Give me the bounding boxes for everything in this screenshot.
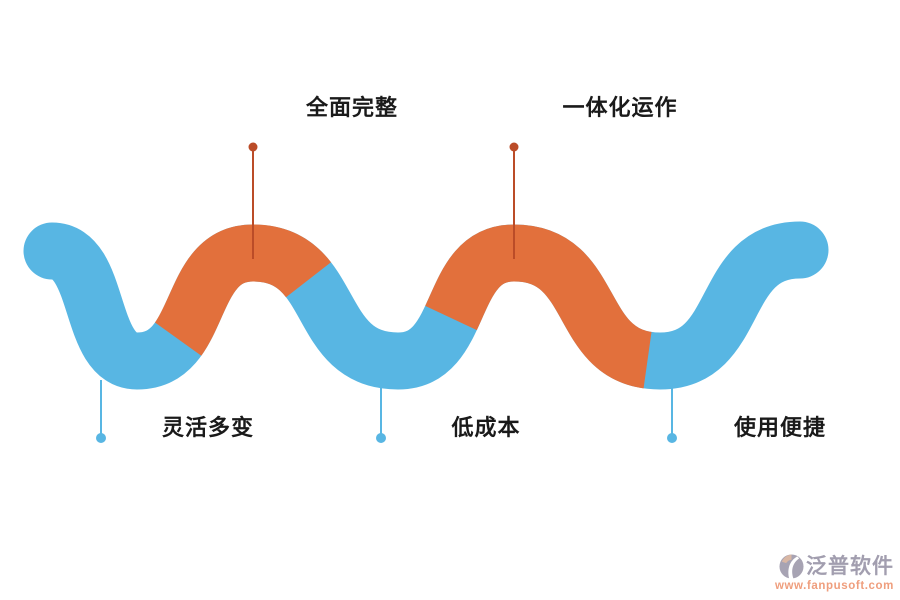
- brand-url: www.fanpusoft.com: [774, 579, 894, 592]
- label-low-cost: 低成本: [451, 415, 521, 440]
- label-easy-use: 使用便捷: [733, 415, 827, 440]
- dot-easy-use: [667, 433, 677, 443]
- label-flexible: 灵活多变: [161, 415, 255, 440]
- dot-flexible: [96, 433, 106, 443]
- label-comprehensive: 全面完整: [305, 95, 399, 120]
- brand-name: 泛普软件: [806, 554, 894, 578]
- dot-comprehensive: [248, 142, 258, 152]
- blue-marker-stems: [100, 380, 673, 438]
- label-integrated: 一体化运作: [562, 95, 678, 120]
- dot-low-cost: [376, 433, 386, 443]
- orange-marker-stems: [248, 142, 519, 259]
- ribbon-blue-track: [23, 221, 829, 390]
- blue-marker-dots: [96, 433, 677, 443]
- brand-logo-icon: [779, 553, 804, 579]
- dot-integrated: [509, 142, 519, 152]
- brand-watermark: 泛普软件 www.fanpusoft.com: [774, 553, 894, 593]
